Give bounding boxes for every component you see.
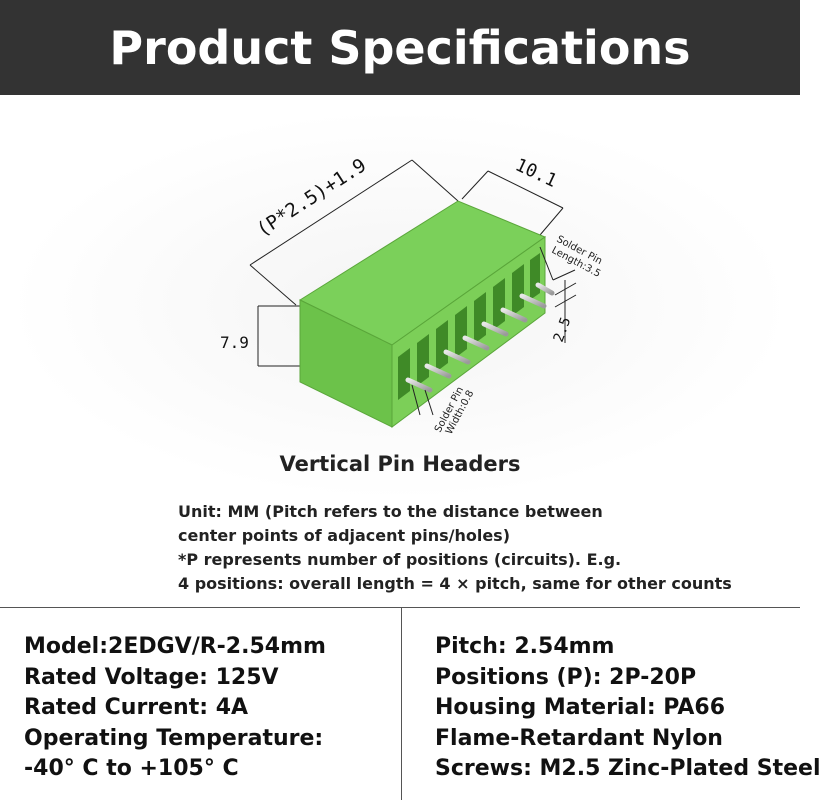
pitch-dimension <box>554 280 577 343</box>
spec-line: Housing Material: PA66 <box>435 695 726 720</box>
spec-line: Positions (P): 2P-20P <box>435 664 697 690</box>
spec-line: Operating Temperature: <box>24 725 324 751</box>
length-dimension <box>249 159 459 306</box>
diagram-caption: Vertical Pin Headers <box>279 452 521 476</box>
column-divider <box>401 607 402 800</box>
height-dimension <box>257 305 300 367</box>
note-line: 4 positions: overall length = 4 × pitch,… <box>178 574 732 593</box>
note-line: Unit: MM (Pitch refers to the distance b… <box>178 502 603 521</box>
spec-line: Rated Voltage: 125V <box>24 664 279 690</box>
solder-pins <box>405 282 555 393</box>
section-divider <box>0 607 800 608</box>
specs-left-column: Model:2EDGV/R-2.54mm Rated Voltage: 125V… <box>24 632 326 785</box>
connector-diagram: (P*2.5)+1.9 10.1 7.9 <box>0 95 800 500</box>
spec-line: Flame-Retardant Nylon <box>435 725 723 751</box>
housing-side <box>391 236 546 428</box>
spec-line: Screws: M2.5 Zinc-Plated Steel <box>435 756 820 781</box>
height-label: 7.9 <box>220 333 249 352</box>
spec-line: -40° C to +105° C <box>24 756 239 781</box>
note-line: center points of adjacent pins/holes) <box>178 526 510 545</box>
pin-length-dimension <box>539 246 576 281</box>
page-title: Product Specifications <box>109 20 691 75</box>
pin-width-dimension <box>411 384 434 416</box>
spec-line: Pitch: 2.54mm <box>435 634 615 659</box>
unit-notes: Unit: MM (Pitch refers to the distance b… <box>178 500 778 596</box>
specs-right-column: Pitch: 2.54mm Positions (P): 2P-20P Hous… <box>435 632 820 785</box>
pin-slots <box>398 253 540 400</box>
header-bar: Product Specifications <box>0 0 800 95</box>
note-line: *P represents number of positions (circu… <box>178 550 622 569</box>
spec-line: Model:2EDGV/R-2.54mm <box>24 634 326 659</box>
depth-dimension <box>461 170 564 236</box>
connector-drawing: (P*2.5)+1.9 10.1 7.9 <box>10 110 790 500</box>
spec-line: Rated Current: 4A <box>24 695 249 720</box>
